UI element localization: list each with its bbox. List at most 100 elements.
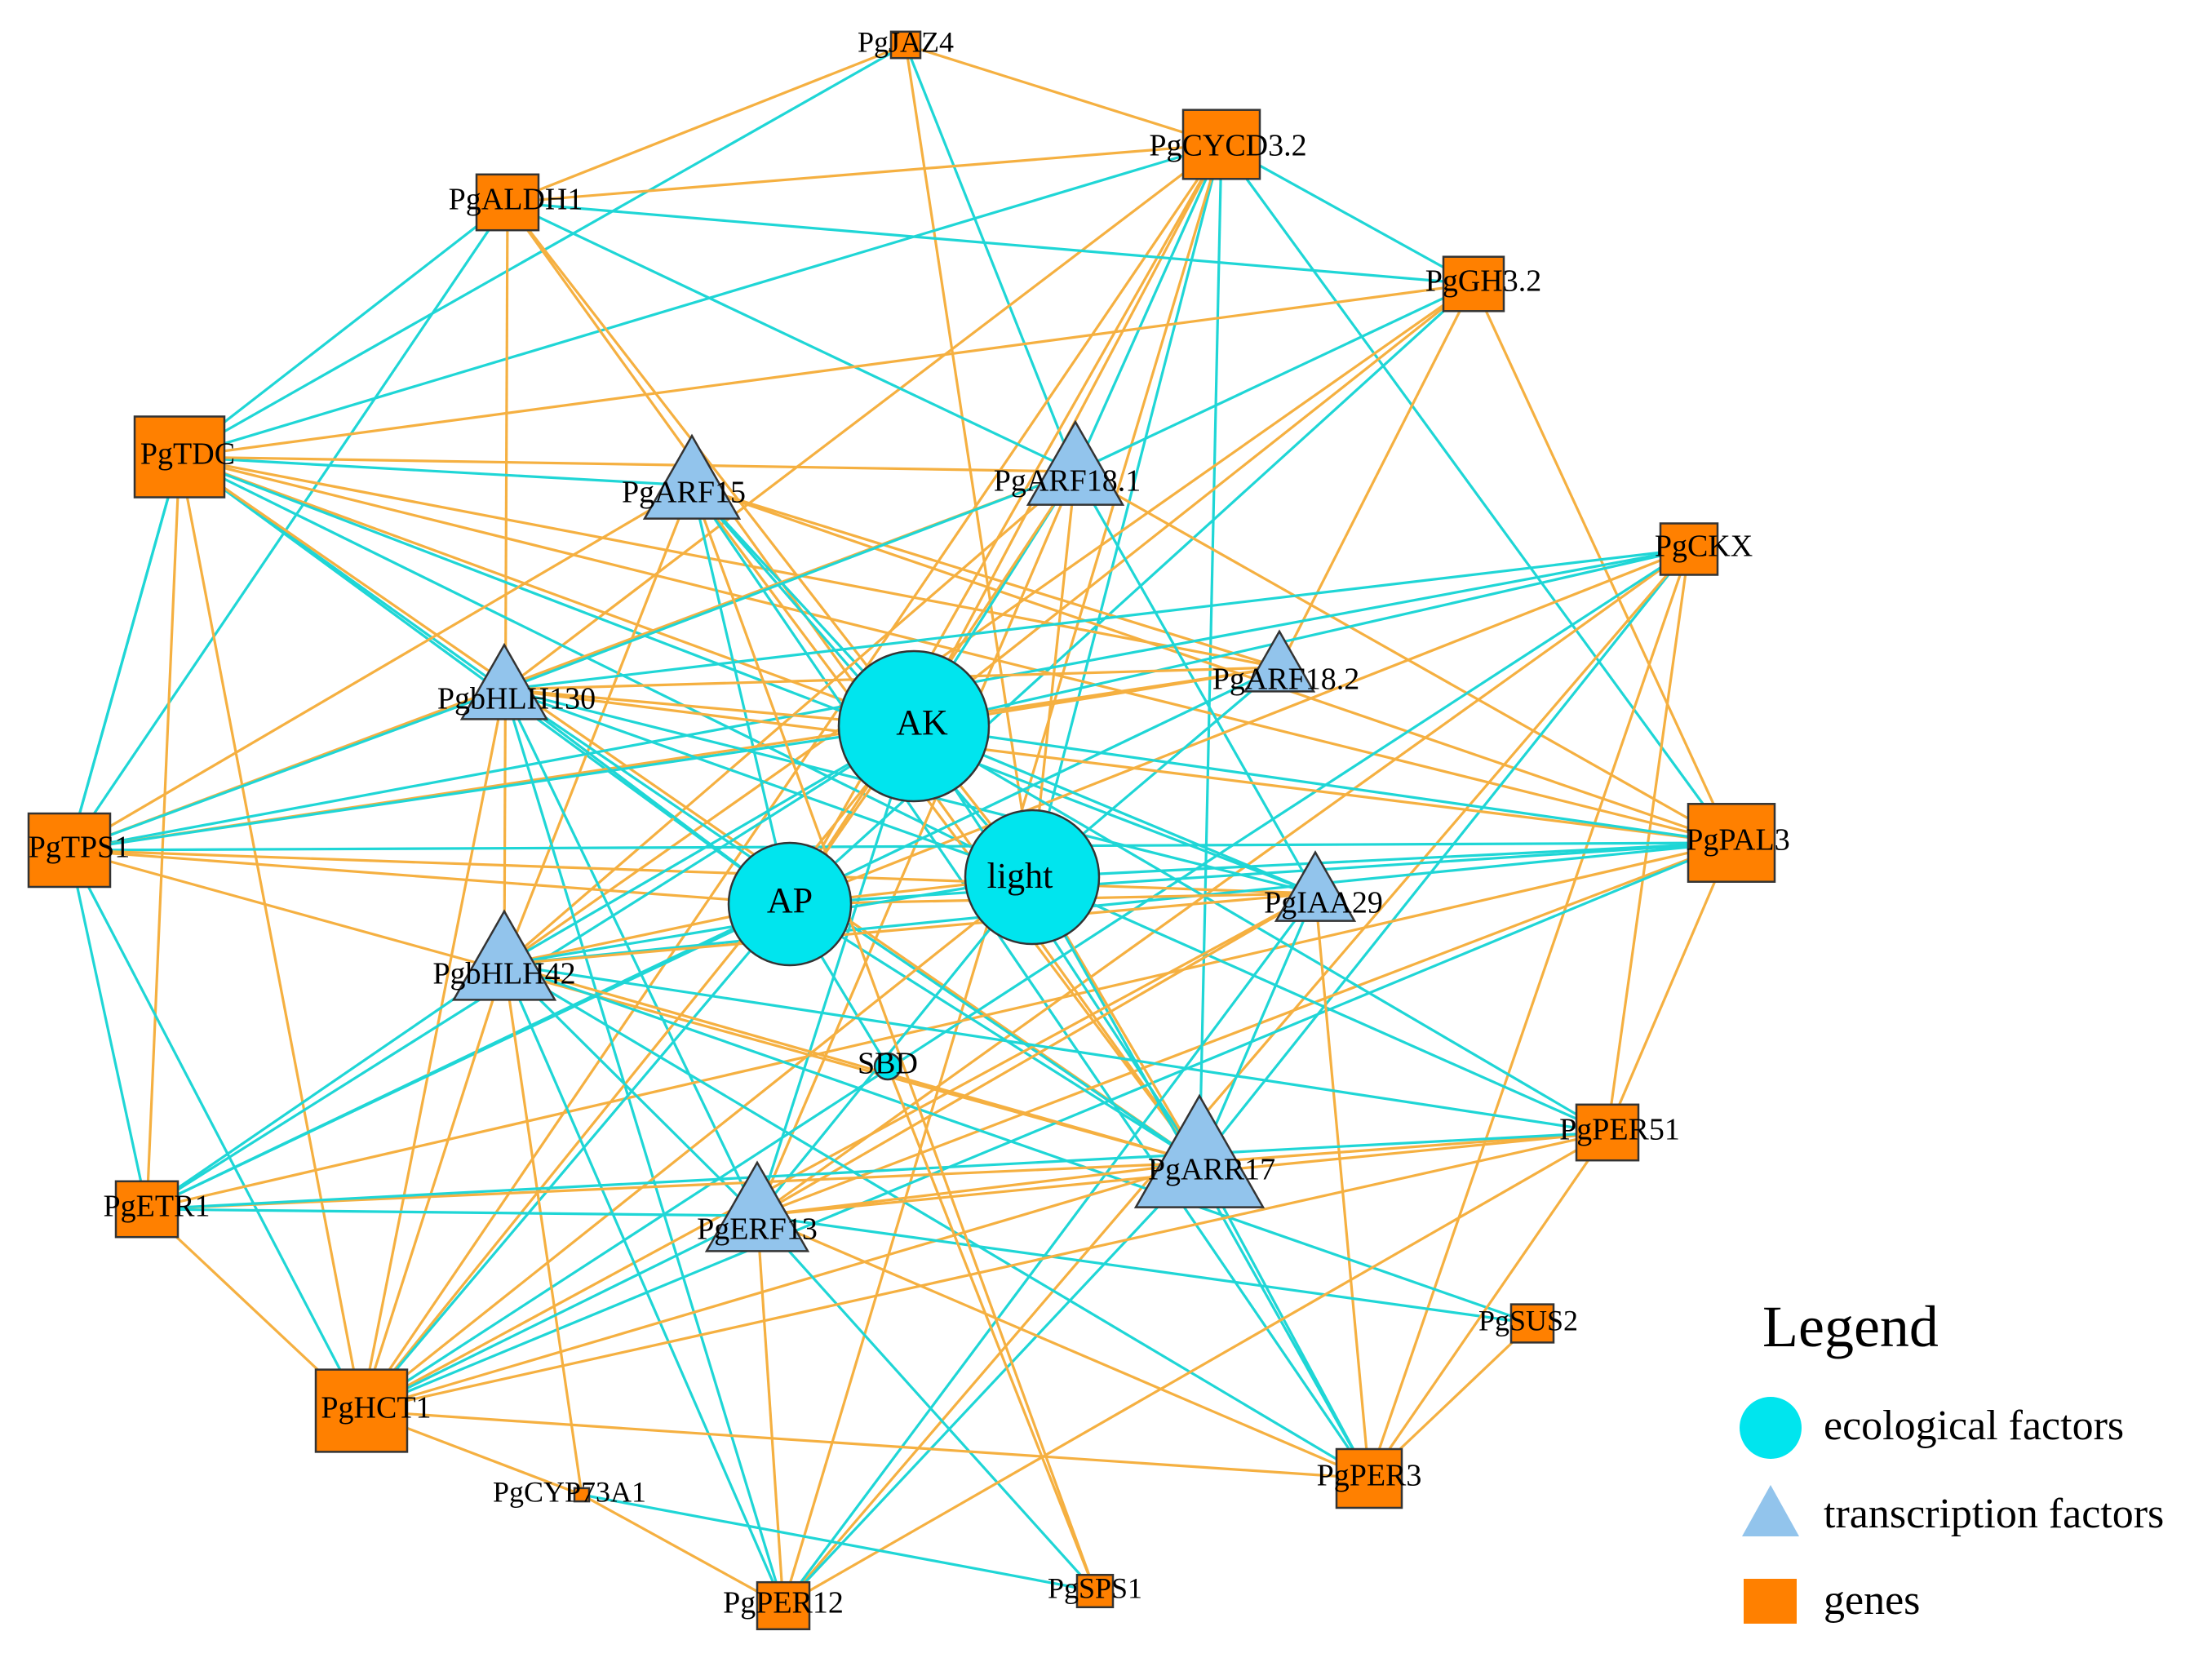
edge-pgtdc-pghct1 <box>178 456 363 1412</box>
edge-pgbhlh42-pgarr17 <box>503 963 1200 1164</box>
node-label-pgjaz4: PgJAZ4 <box>858 25 954 58</box>
edge-pgetr1-pgper51 <box>146 1131 1608 1211</box>
edge-pgcycd3-2-pgbhlh130 <box>503 143 1222 691</box>
gene-square <box>1181 109 1261 180</box>
edge-pgjaz4-pgarf18-1 <box>904 44 1077 472</box>
edge-pgckx-pghct1 <box>361 547 1690 1412</box>
node-label-pgaldh1: PgALDH1 <box>449 183 583 217</box>
node-label-pghct1: PgHCT1 <box>321 1391 431 1425</box>
node-label-pgetr1: PgETR1 <box>104 1190 211 1224</box>
node-label-ak: AK <box>896 703 948 742</box>
edge-pgjaz4-light <box>904 44 1034 878</box>
edge-pgpal3-pgper51 <box>1606 842 1733 1133</box>
gene-square <box>1575 1103 1640 1162</box>
node-sbd: SBD <box>858 1047 918 1081</box>
edge-pgbhlh130-pghct1 <box>360 689 506 1412</box>
edge-pgarf18-1-pgerf13 <box>756 471 1077 1217</box>
edge-pggh3-2-pgtdc <box>179 282 1474 459</box>
edge-pgerf13-pgsus2 <box>756 1214 1533 1325</box>
edge-pgper12-pgper51 <box>782 1131 1608 1607</box>
edge-pgbhlh42-pgper3 <box>503 963 1370 1480</box>
gene-square <box>314 1368 409 1453</box>
ecological-factor-circle <box>837 649 991 803</box>
edge-pgarf18-1-pgbhlh130 <box>503 470 1076 691</box>
node-label-ap: AP <box>767 880 813 920</box>
edge-pgsps1-sbd <box>886 1066 1097 1592</box>
node-pgiaa29: PgIAA29 <box>1264 850 1383 922</box>
edge-pgcyp73a1-pgsps1 <box>581 1493 1096 1593</box>
edge-pgaldh1-pggh3-2 <box>507 201 1474 286</box>
gene-square <box>1442 255 1505 312</box>
edge-pgtdc-pgarf18-2 <box>179 455 1280 669</box>
edge-ak-pgbhlh42 <box>503 725 915 966</box>
gene-square <box>1659 522 1719 576</box>
edge-pgcycd3-2-pgpal3 <box>1220 144 1733 844</box>
node-label-pgerf13: PgERF13 <box>697 1212 818 1247</box>
node-pggh3-2: PgGH3.2 <box>1425 255 1541 312</box>
edge-pgpal3-ak <box>913 725 1732 844</box>
edge-pggh3-2-pgbhlh42 <box>503 282 1474 966</box>
edge-pgcycd3-2-pgarf18-1 <box>1074 144 1223 472</box>
transcription-factor-triangle <box>1026 419 1125 506</box>
edge-pgckx-pgbhlh130 <box>503 547 1690 691</box>
gene-square <box>1687 803 1776 883</box>
edge-pgarr17-pgetr1 <box>146 1161 1200 1211</box>
node-label-sbd: SBD <box>858 1047 918 1081</box>
node-label-pgtdc: PgTDC <box>140 437 235 472</box>
node-pgbhlh130: PgbHLH130 <box>437 642 596 720</box>
edge-pgaldh1-pgarf18-1 <box>507 201 1076 473</box>
edge-pgtps1-ap <box>69 849 791 906</box>
edge-pgbhlh130-pgpal3 <box>503 688 1732 844</box>
node-label-pgarr17: PgARR17 <box>1148 1153 1275 1187</box>
edge-pggh3-2-pgpal3 <box>1472 283 1733 844</box>
edge-pgtdc-pgpal3 <box>179 455 1732 844</box>
edge-light-pgper51 <box>1031 875 1608 1134</box>
node-pgbhlh42: PgbHLH42 <box>432 909 576 1001</box>
node-label-pgckx: PgCKX <box>1655 530 1753 564</box>
legend-transcription-icon <box>1742 1485 1799 1536</box>
node-label-pgpal3: PgPAL3 <box>1686 823 1789 858</box>
edge-pgaldh1-pgtps1 <box>68 202 509 851</box>
legend: Legend ecological factors transcription … <box>1740 1294 2164 1624</box>
edge-pgerf13-pgper3 <box>756 1214 1370 1480</box>
edge-pgarf15-pgtps1 <box>69 484 693 852</box>
node-pgsus2: PgSUS2 <box>1478 1303 1578 1344</box>
edge-light-pghct1 <box>361 875 1033 1412</box>
edge-pgckx-pgper3 <box>1368 548 1691 1479</box>
gene-square <box>889 30 922 60</box>
edge-pgtdc-pgarf18-1 <box>179 455 1076 473</box>
edge-pgtdc-pgiaa29 <box>179 455 1316 895</box>
transcription-factor-triangle <box>451 909 557 1001</box>
edge-pgjaz4-pgcycd3-2 <box>905 43 1222 146</box>
edge-pgerf13-pgper12 <box>756 1215 785 1607</box>
edge-pgckx-pgper51 <box>1606 548 1691 1133</box>
legend-transcription-label: transcription factors <box>1824 1491 2164 1537</box>
node-ap: AP <box>727 841 853 967</box>
legend-gene-label: genes <box>1824 1577 1920 1624</box>
node-pgcycd3-2: PgCYCD3.2 <box>1149 109 1307 180</box>
transcription-factor-triangle <box>1274 850 1357 922</box>
edge-pgiaa29-pgper3 <box>1314 893 1371 1479</box>
edge-pggh3-2-ak <box>913 282 1474 728</box>
edge-pgtps1-pgpal3 <box>69 841 1732 852</box>
gene-square <box>573 1487 591 1503</box>
node-pghct1: PgHCT1 <box>314 1368 432 1453</box>
edge-pgsps1-pgarf15 <box>690 485 1097 1592</box>
gene-square <box>27 812 112 889</box>
edge-pgckx-pgerf13 <box>756 547 1690 1217</box>
node-label-light: light <box>987 856 1053 896</box>
edge-pgerf13-pgsps1 <box>756 1214 1097 1593</box>
node-label-pgsps1: PgSPS1 <box>1048 1571 1142 1604</box>
edge-pghct1-pgper3 <box>361 1409 1370 1480</box>
gene-square <box>1075 1573 1115 1609</box>
node-pgaldh1: PgALDH1 <box>449 173 583 232</box>
node-pgper51: PgPER51 <box>1559 1103 1680 1162</box>
legend-title: Legend <box>1762 1294 1939 1359</box>
edge-pgarf18-1-pgpal3 <box>1075 470 1732 844</box>
edge-pgbhlh42-pgcyp73a1 <box>503 964 583 1496</box>
edge-pgbhlh130-pgper12 <box>503 689 785 1607</box>
edge-pgarr17-pgper12 <box>782 1161 1201 1607</box>
node-pgcyp73a1: PgCYP73A1 <box>493 1475 646 1508</box>
edge-pggh3-2-pgarf18-1 <box>1075 282 1474 473</box>
